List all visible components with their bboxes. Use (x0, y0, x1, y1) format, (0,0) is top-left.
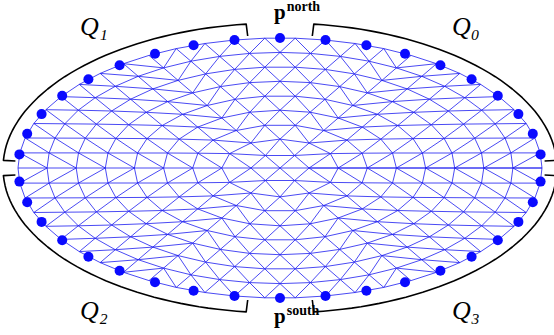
boundary-dot (467, 74, 477, 84)
superscript-label: south (287, 304, 320, 318)
boundary-brackets (3, 24, 554, 312)
mesh-edges (18, 38, 542, 298)
boundary-dot (400, 277, 410, 287)
boundary-dot (83, 74, 93, 84)
boundary-dots (14, 33, 545, 303)
boundary-dot (536, 149, 546, 159)
point-label: p (274, 2, 286, 23)
bracket (312, 175, 554, 312)
boundary-dot (83, 252, 93, 262)
triangle-mesh (18, 38, 542, 298)
boundary-dot (435, 266, 445, 276)
boundary-dot (150, 277, 160, 287)
boundary-dot (361, 40, 371, 50)
boundary-dot (37, 217, 47, 227)
boundary-dot (230, 291, 240, 301)
boundary-dot (361, 286, 371, 296)
point-label: p (274, 306, 286, 327)
boundary-dot (528, 129, 538, 139)
boundary-dot (115, 266, 125, 276)
boundary-dot (189, 40, 199, 50)
boundary-dot (493, 91, 503, 101)
boundary-dot (115, 60, 125, 70)
boundary-dot (37, 109, 47, 119)
boundary-dot (321, 35, 331, 45)
boundary-dot (513, 109, 523, 119)
boundary-dot (57, 91, 67, 101)
boundary-dot (400, 49, 410, 59)
boundary-dot (467, 252, 477, 262)
set-label: Q₃ (452, 298, 480, 324)
bracket (312, 24, 554, 161)
boundary-dot (22, 197, 32, 207)
boundary-dot (189, 286, 199, 296)
boundary-dot (321, 291, 331, 301)
bracket (3, 175, 247, 312)
set-label: Q₂ (80, 298, 108, 324)
boundary-dot (57, 235, 67, 245)
set-label: Q₁ (80, 14, 108, 40)
bracket (3, 24, 247, 161)
set-label: Q₀ (452, 14, 480, 40)
boundary-dot (14, 149, 24, 159)
boundary-dot (150, 49, 160, 59)
boundary-dot (14, 177, 24, 187)
boundary-dot (275, 33, 285, 43)
boundary-dot (435, 60, 445, 70)
boundary-dot (22, 129, 32, 139)
boundary-dot (528, 197, 538, 207)
boundary-dot (493, 235, 503, 245)
boundary-dot (275, 293, 285, 303)
boundary-dot (513, 217, 523, 227)
boundary-dot (230, 35, 240, 45)
boundary-dot (536, 177, 546, 187)
superscript-label: north (287, 0, 320, 14)
